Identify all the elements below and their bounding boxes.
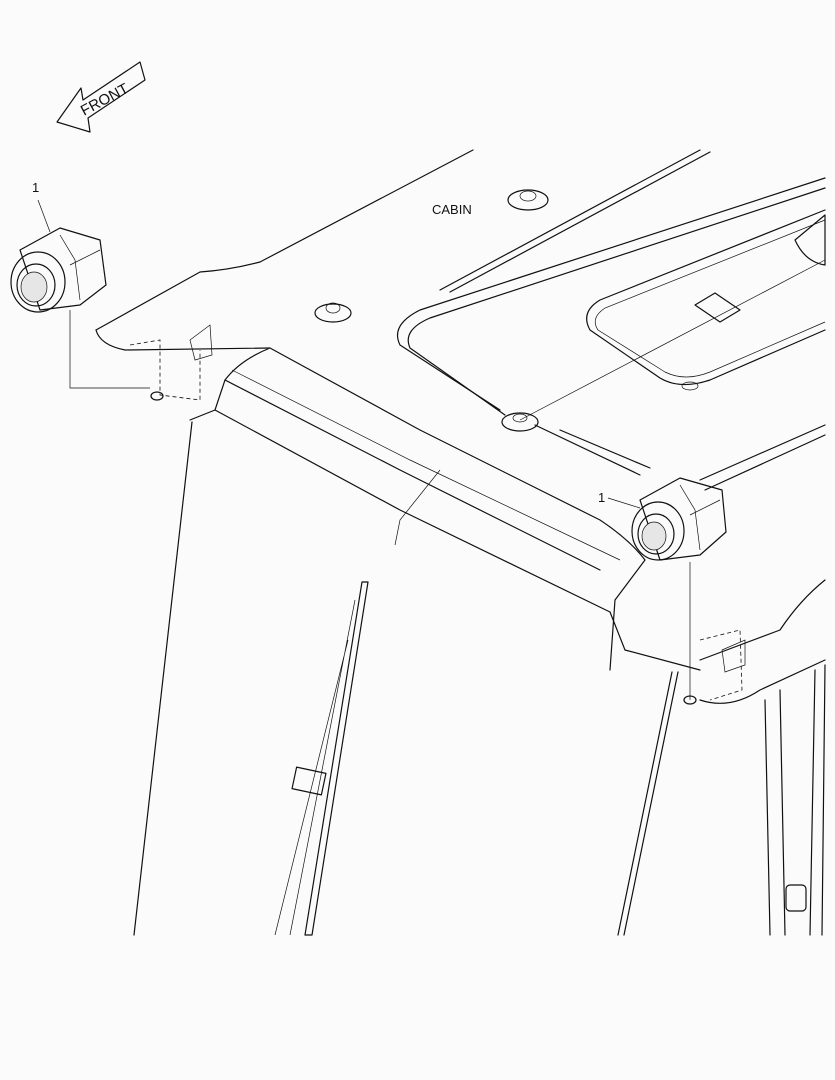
arrow-left-icon [56, 61, 146, 133]
work-light-right [631, 477, 727, 700]
callout-number: 1 [32, 180, 39, 195]
cabin-roof [95, 149, 826, 704]
cabin-pillars [133, 421, 826, 936]
work-light-left [10, 227, 150, 389]
mounting-bracket [129, 324, 746, 705]
callout-1-right: 1 [598, 490, 641, 509]
wiper-blade [274, 581, 369, 936]
front-arrow: FRONT [56, 61, 146, 133]
callout-1-left: 1 [32, 180, 51, 233]
callout-number: 1 [598, 490, 605, 505]
cabin-label: CABIN [432, 202, 472, 217]
